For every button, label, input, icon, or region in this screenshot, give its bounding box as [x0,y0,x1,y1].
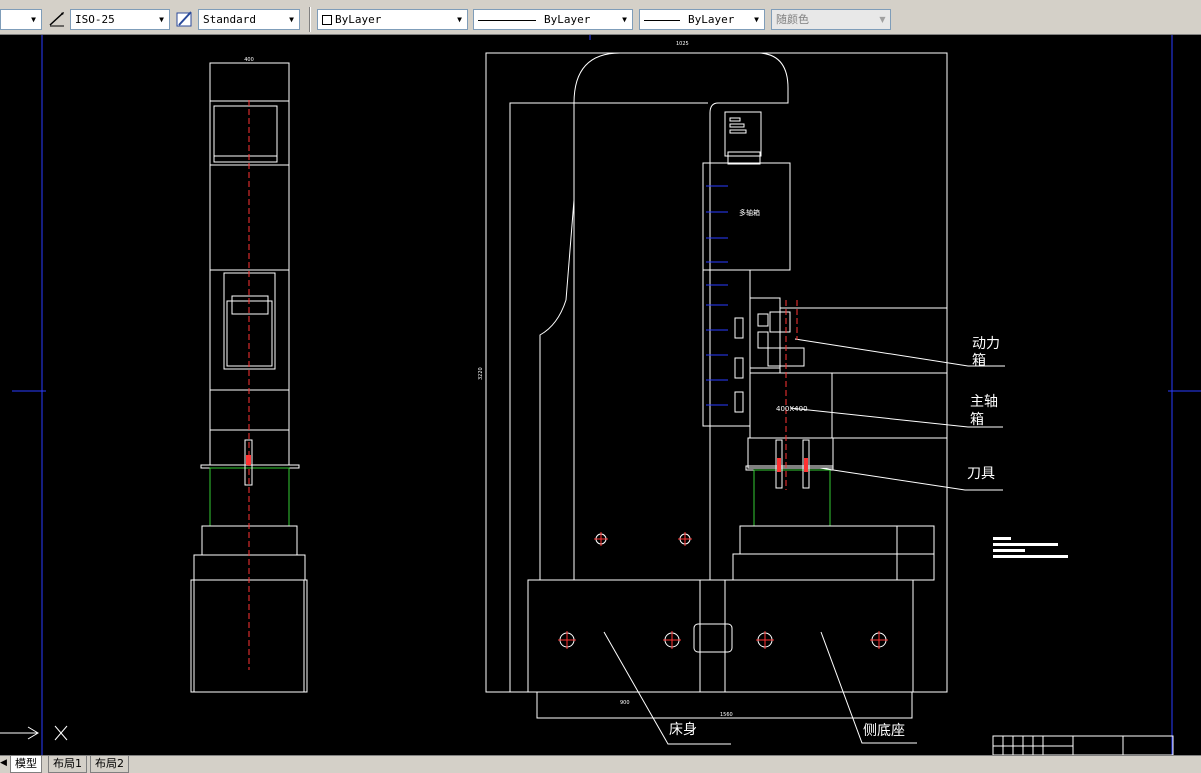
label-spindle-box-line2: 箱 [970,412,984,428]
side-view [485,52,948,719]
textstyle-combo[interactable]: Standard ▼ [198,9,300,30]
label-multi-axis-box: 多轴箱 [739,208,760,217]
label-tool: 刀具 [967,466,995,482]
chevron-down-icon: ▼ [754,15,759,24]
label-power-box-line2: 箱 [972,353,986,369]
chevron-down-icon: ▼ [289,15,294,24]
chevron-down-icon: ▼ [31,15,36,24]
tab-layout1[interactable]: 布局1 [48,756,87,773]
plotstyle-combo: 随颜色 ▼ [771,9,891,30]
centerlines [248,100,798,670]
dim-top-width: 1025 [676,41,689,47]
tab-layout2[interactable]: 布局2 [90,756,129,773]
layer-combo[interactable]: ▼ [0,9,42,30]
bolt-holes [559,533,887,648]
linetype-sample [478,19,536,21]
cad-drawing: 400 [0,35,1201,755]
chevron-down-icon: ▼ [622,15,627,24]
textstyle-value: Standard [203,13,256,26]
dim-bottom-left: 900 [620,700,630,706]
layout-tabs: ◀ 模型 布局1 布局2 [0,755,1201,773]
chevron-down-icon: ▼ [879,15,886,24]
tool-drills [244,439,810,489]
dimension-ticks [706,185,728,406]
legend-block [993,537,1068,558]
drawing-canvas[interactable]: 400 [0,35,1201,755]
chevron-down-icon: ▼ [159,15,164,24]
linetype-value: ByLayer [544,13,591,26]
tab-scroll-left-icon[interactable]: ◀ [0,758,7,768]
dim-bottom-total: 1560 [720,712,733,718]
leader-lines [603,338,1005,745]
properties-toolbar: ▼ ISO-25 ▼ Standard ▼ ByLayer ▼ ByLayer … [0,0,1201,35]
title-block [992,735,1174,755]
label-power-box-line1: 动力 [972,336,1000,352]
label-spindle-size: 400X400 [776,405,808,413]
dimstyle-icon[interactable] [48,10,66,28]
dim-side-height: 3220 [478,367,484,380]
label-bed: 床身 [669,722,697,738]
lineweight-sample [644,19,680,21]
label-side-base: 侧底座 [863,723,905,739]
color-combo[interactable]: ByLayer ▼ [317,9,468,30]
lineweight-value: ByLayer [688,13,735,26]
color-value: ByLayer [335,13,382,26]
sheet-border [12,35,1201,755]
tab-model[interactable]: 模型 [10,756,42,773]
dim-left-top: 400 [244,57,254,63]
toolbar-separator [309,7,311,32]
dimstyle-value: ISO-25 [75,13,115,26]
textstyle-icon[interactable] [176,10,194,28]
color-swatch-icon [322,15,332,25]
label-spindle-box-line1: 主轴 [970,394,998,410]
ucs-icon [0,725,68,741]
plotstyle-value: 随颜色 [776,13,809,26]
chevron-down-icon: ▼ [457,15,462,24]
dimstyle-combo[interactable]: ISO-25 ▼ [70,9,170,30]
linetype-combo[interactable]: ByLayer ▼ [473,9,633,30]
lineweight-combo[interactable]: ByLayer ▼ [639,9,765,30]
